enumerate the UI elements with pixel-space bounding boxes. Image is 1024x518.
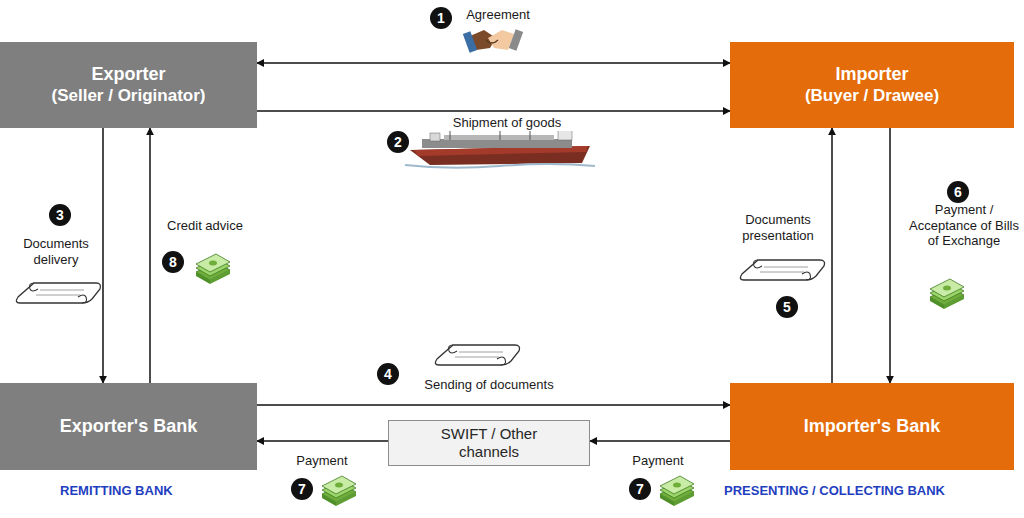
importer-box: Importer(Buyer / Drawee) <box>730 42 1014 128</box>
node-title: SWIFT / Other channels <box>429 425 549 461</box>
ship-illustration <box>405 128 595 168</box>
handshake-icon <box>463 29 523 53</box>
document-icon <box>740 260 824 280</box>
flow-label: Payment <box>622 453 694 469</box>
callout-number: 5 <box>776 296 798 318</box>
flow-arrow <box>257 440 388 442</box>
node-subtitle: (Buyer / Drawee) <box>805 86 939 106</box>
callout-number: 6 <box>947 181 969 203</box>
money-icon <box>930 279 964 309</box>
channel-box: SWIFT / Other channels <box>388 420 590 466</box>
flow-arrow <box>149 128 151 383</box>
flow-arrow <box>831 128 833 383</box>
document-icon <box>435 345 519 365</box>
callout-number: 8 <box>162 251 184 273</box>
flow-label: Credit advice <box>156 218 254 234</box>
flow-label: Agreement <box>452 7 544 23</box>
money-icon <box>196 254 230 284</box>
exporter-box: Exporter(Seller / Originator) <box>0 42 257 128</box>
money-icon <box>322 476 356 506</box>
flow-label: Payment <box>286 453 358 469</box>
flow-label: Payment / Acceptance of Bills of Exchang… <box>906 202 1022 249</box>
document-icon <box>16 283 100 303</box>
node-subtitle: (Seller / Originator) <box>52 86 206 106</box>
flow-arrow <box>257 62 730 64</box>
flow-label: Documents presentation <box>730 212 826 243</box>
callout-number: 7 <box>629 478 651 500</box>
bank-box: Exporter's Bank <box>0 383 257 470</box>
flow-arrow <box>257 404 730 406</box>
bank-box: Importer's Bank <box>730 383 1014 470</box>
flow-label: Shipment of goods <box>436 115 578 131</box>
callout-number: 7 <box>291 478 313 500</box>
flow-label: Sending of documents <box>408 377 570 393</box>
flow-arrow <box>102 128 104 383</box>
money-icon <box>660 476 694 506</box>
callout-number: 1 <box>430 7 452 29</box>
callout-number: 3 <box>49 204 71 226</box>
flow-label: Documents delivery <box>14 236 98 267</box>
bank-role-label: REMITTING BANK <box>60 483 173 498</box>
callout-number: 4 <box>377 363 399 385</box>
flow-arrow <box>257 110 730 112</box>
flow-arrow <box>889 128 891 383</box>
callout-number: 2 <box>387 131 409 153</box>
node-title: Exporter's Bank <box>60 416 197 438</box>
bank-role-label: PRESENTING / COLLECTING BANK <box>724 483 945 498</box>
flow-arrow <box>590 440 730 442</box>
node-title: Importer's Bank <box>804 416 940 438</box>
node-title: Importer <box>835 64 908 86</box>
node-title: Exporter <box>91 64 165 86</box>
